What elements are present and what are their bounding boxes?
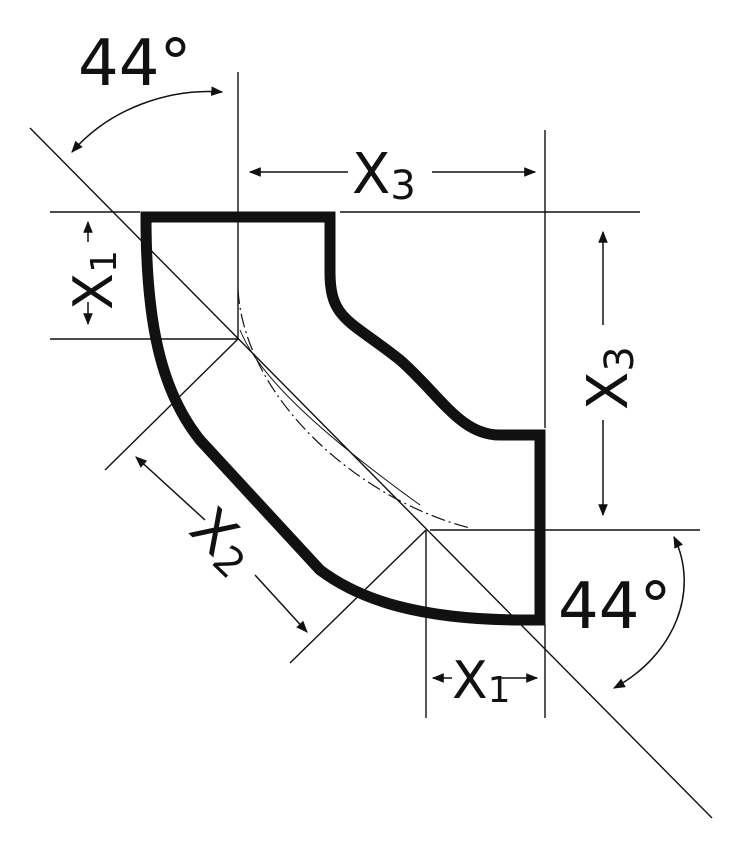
x1-bottom-label: X1 bbox=[452, 651, 511, 711]
x3-vertical-label: X3 bbox=[576, 346, 643, 410]
x2-arrow-lower bbox=[254, 574, 308, 633]
x2-arrow-upper bbox=[135, 456, 206, 521]
x2-diagonal-label: X2 bbox=[176, 495, 268, 588]
angle-label-bottom: 44° bbox=[558, 570, 671, 644]
angle-arc-top bbox=[71, 86, 224, 153]
x3-horizontal-label: X3 bbox=[352, 142, 416, 209]
center-line bbox=[237, 289, 471, 529]
x1-left-label-group: X1 bbox=[62, 250, 125, 310]
inner-center-curve bbox=[239, 329, 421, 506]
x3-vertical-label-group: X3 bbox=[576, 346, 643, 410]
x1-left-label: X1 bbox=[62, 250, 125, 310]
elbow-outline bbox=[140, 211, 546, 626]
angle-arc-bottom bbox=[612, 535, 685, 689]
dimension-arrows bbox=[71, 86, 685, 689]
main-diagonal-line bbox=[29, 127, 713, 819]
x2-label-group: X2 bbox=[176, 495, 268, 588]
angle-label-top: 44° bbox=[78, 27, 191, 101]
